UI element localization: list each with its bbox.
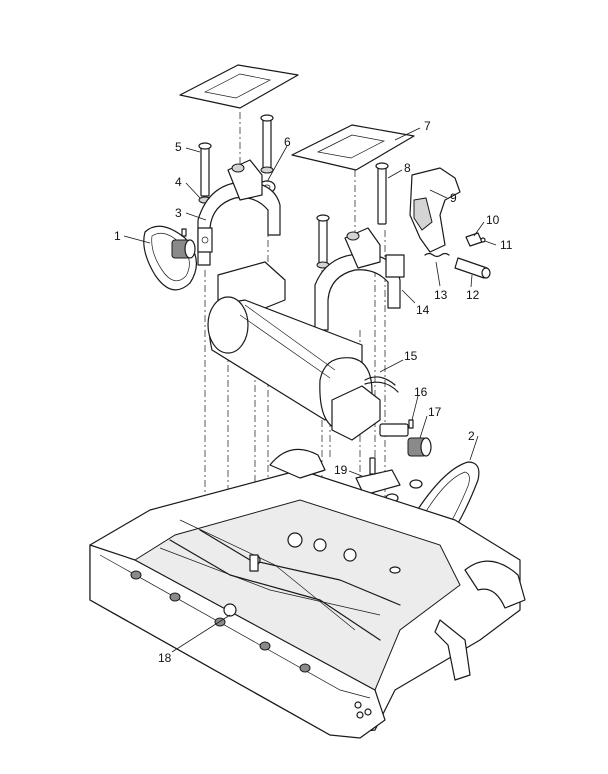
callout-1: 1 bbox=[114, 229, 121, 243]
pin-16 bbox=[408, 419, 414, 429]
callout-15: 15 bbox=[404, 349, 418, 363]
callout-9: 9 bbox=[450, 191, 457, 205]
callout-14: 14 bbox=[416, 303, 430, 317]
callout-10: 10 bbox=[486, 213, 500, 227]
callout-4: 4 bbox=[175, 175, 182, 189]
bolt-center-left bbox=[260, 114, 274, 169]
callout-18: 18 bbox=[158, 651, 172, 665]
pin-left bbox=[181, 228, 187, 237]
callout-3: 3 bbox=[175, 206, 182, 220]
callout-8: 8 bbox=[404, 161, 411, 175]
callout-6: 6 bbox=[284, 135, 291, 149]
leader-lines bbox=[123, 127, 497, 653]
callout-2: 2 bbox=[468, 429, 475, 443]
base-housing bbox=[89, 448, 526, 739]
motor-pulley-left bbox=[171, 228, 196, 259]
callout-16: 16 bbox=[414, 385, 428, 399]
callouts: 1 2 3 4 5 6 7 8 9 10 11 12 13 14 15 16 1… bbox=[114, 119, 513, 665]
latch-pin-12 bbox=[454, 257, 491, 279]
callout-11: 11 bbox=[500, 238, 513, 252]
spring-13 bbox=[424, 252, 450, 258]
bolt-right bbox=[375, 162, 389, 225]
washer-center bbox=[260, 166, 274, 174]
motor-bracket-right bbox=[314, 227, 405, 331]
gasket-plate-right bbox=[291, 124, 415, 171]
callout-13: 13 bbox=[434, 288, 448, 302]
drive-motor bbox=[207, 261, 409, 441]
motor-bracket-left bbox=[197, 159, 281, 266]
latch-clip bbox=[465, 232, 486, 247]
bolt-left bbox=[198, 142, 212, 197]
callout-12: 12 bbox=[466, 288, 480, 302]
callout-19: 19 bbox=[334, 463, 348, 477]
motor-pulley-right bbox=[407, 437, 432, 457]
callout-7: 7 bbox=[424, 119, 431, 133]
callout-17: 17 bbox=[428, 405, 442, 419]
handle-latch bbox=[409, 167, 461, 253]
bolt-center-right bbox=[316, 214, 330, 265]
callout-5: 5 bbox=[175, 140, 182, 154]
gasket-plate-left bbox=[179, 64, 299, 109]
